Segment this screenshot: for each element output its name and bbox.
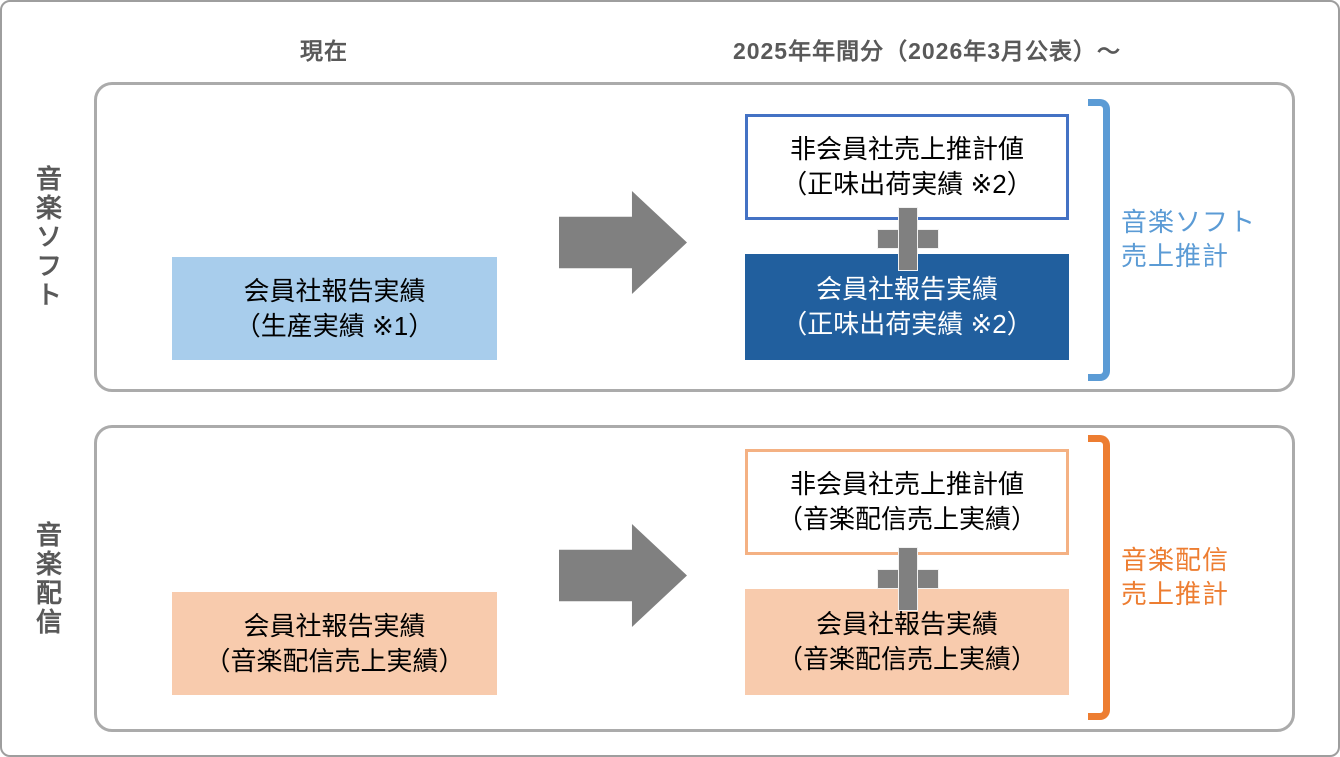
box-text-line1: 会員社報告実績 xyxy=(815,274,998,304)
box-text-line2: （生産実績 ※1） xyxy=(234,310,435,341)
box-text-line1: 会員社報告実績 xyxy=(243,610,426,641)
current-member-report-box-distribution: 会員社報告実績 （音楽配信売上実績） xyxy=(172,592,497,695)
current-member-report-box-software: 会員社報告実績 （生産実績 ※1） xyxy=(172,257,497,360)
box-text-line1: 会員社報告実績 xyxy=(243,275,426,306)
box-text-line2: （正味出荷実績 ※2） xyxy=(781,309,1033,339)
column-header-future: 2025年年間分（2026年3月公表）〜 xyxy=(732,38,1122,64)
box-text-line1: 非会員社売上推計値 xyxy=(789,469,1024,499)
box-text-line2: （音楽配信売上実績） xyxy=(776,644,1037,674)
box-text-line2: （音楽配信売上実績） xyxy=(776,504,1037,534)
bracket-label-line1: 音楽ソフト xyxy=(1121,207,1257,237)
bracket-icon-distribution xyxy=(1088,435,1110,720)
nonmember-estimate-box-distribution: 非会員社売上推計値 （音楽配信売上実績） xyxy=(745,449,1069,555)
plus-icon xyxy=(877,207,939,271)
bracket-label-line2: 売上推計 xyxy=(1121,241,1230,271)
box-text-line1: 会員社報告実績 xyxy=(815,609,998,639)
bracket-label-line1: 音楽配信 xyxy=(1121,545,1230,575)
bracket-label-distribution: 音楽配信 売上推計 xyxy=(1121,543,1261,611)
bracket-icon-software xyxy=(1088,99,1110,381)
box-text-line1: 非会員社売上推計値 xyxy=(789,134,1024,164)
panel-music-distribution-side-label: 音楽配信 xyxy=(32,520,63,637)
plus-icon xyxy=(877,547,939,611)
box-text-line2: （音楽配信売上実績） xyxy=(204,645,465,676)
bracket-label-software: 音楽ソフト 売上推計 xyxy=(1121,205,1261,273)
member-report-box-software: 会員社報告実績 （正味出荷実績 ※2） xyxy=(745,254,1069,360)
panel-music-distribution xyxy=(94,425,1295,732)
nonmember-estimate-box-software: 非会員社売上推計値 （正味出荷実績 ※2） xyxy=(745,114,1069,220)
panel-music-software-side-label: 音楽ソフト xyxy=(32,164,63,310)
box-text-line2: （正味出荷実績 ※2） xyxy=(781,169,1033,199)
bracket-label-line2: 売上推計 xyxy=(1121,579,1230,609)
column-header-current: 現在 xyxy=(300,38,348,64)
